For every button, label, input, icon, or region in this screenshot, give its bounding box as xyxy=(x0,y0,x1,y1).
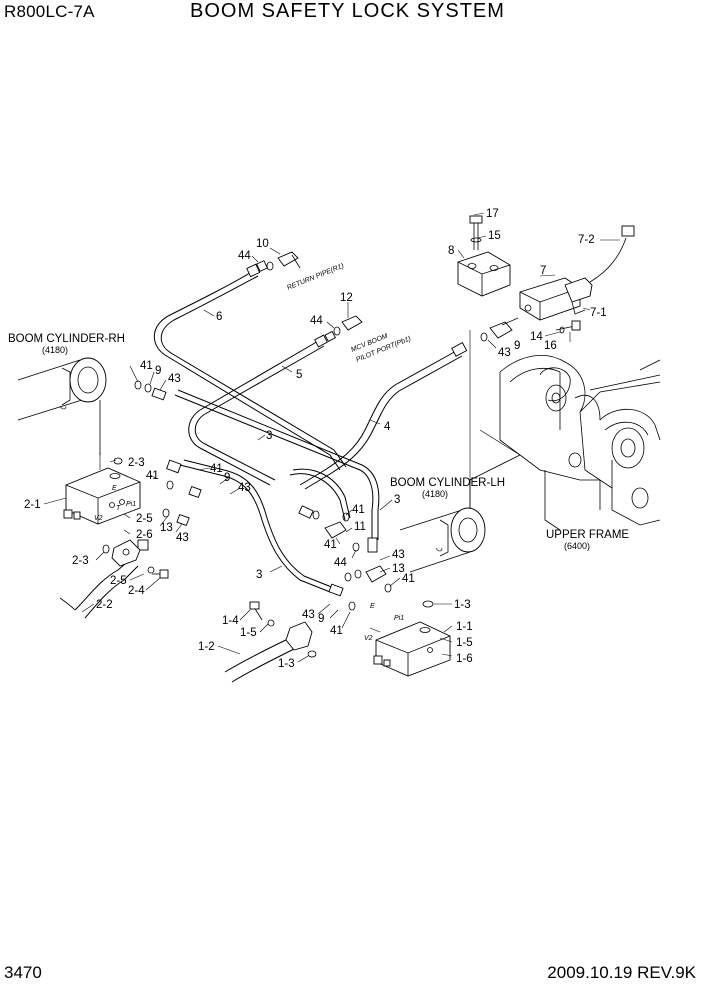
port-mark: T xyxy=(116,505,121,512)
part-number: 7-1 xyxy=(590,307,607,319)
part-number: 3 xyxy=(394,494,400,506)
part-number: 43 xyxy=(168,373,181,385)
part-number: 1-6 xyxy=(456,653,473,665)
part-number: 11 xyxy=(354,521,366,533)
part-number: 44 xyxy=(334,557,347,569)
part-number: 10 xyxy=(256,238,269,250)
part-number: 1-2 xyxy=(198,641,215,653)
part-number: 1-5 xyxy=(456,637,473,649)
part-number: 2-1 xyxy=(24,499,41,511)
part-number: 41 xyxy=(402,573,415,585)
port-mark: E xyxy=(112,485,117,492)
part-number: 15 xyxy=(488,230,501,242)
part-number: 41 xyxy=(330,625,343,637)
part-number: 43 xyxy=(176,532,189,544)
label-boom-cylinder-lh: BOOM CYLINDER-LH xyxy=(390,477,505,489)
upper-frame-drawing xyxy=(469,330,661,531)
part-number: 2-6 xyxy=(136,529,153,541)
part-number: 2-5 xyxy=(136,513,153,525)
boom-cylinder-rh xyxy=(17,357,107,455)
fittings xyxy=(102,251,468,664)
part-number: 17 xyxy=(486,208,499,220)
label-return-pipe: RETURN PIPE(R1) xyxy=(286,263,345,292)
label-boom-cylinder-lh-code: (4180) xyxy=(422,489,448,499)
revision-date: 2009.10.19 REV.9K xyxy=(547,963,696,982)
part-number: 13 xyxy=(392,563,405,575)
part-number: 41 xyxy=(324,539,337,551)
label-upper-frame-code: (6400) xyxy=(564,541,590,551)
part-number: 12 xyxy=(340,292,353,304)
part-number: 9 xyxy=(318,613,324,625)
label-upper-frame: UPPER FRAME xyxy=(546,529,629,541)
part-number: 2-3 xyxy=(72,555,89,567)
part-number: 1-5 xyxy=(240,627,257,639)
part-number: 41 xyxy=(146,470,159,482)
port-mark: E xyxy=(370,603,375,610)
part-number: 41 xyxy=(352,504,365,516)
model-code: R800LC-7A xyxy=(4,2,95,21)
part-number: 9 xyxy=(514,340,520,352)
port-mark: Pi1 xyxy=(126,501,136,508)
page-title: BOOM SAFETY LOCK SYSTEM xyxy=(190,0,505,22)
valve-block-lh xyxy=(373,621,451,677)
part-number: 1-3 xyxy=(278,658,295,670)
port-mark: V2 xyxy=(94,515,103,522)
boom-cylinder-lh xyxy=(399,507,486,573)
part-number: 2-5 xyxy=(110,575,127,587)
part-number: 7-2 xyxy=(578,234,595,246)
part-number: 16 xyxy=(544,340,557,352)
part-number: 41 xyxy=(210,463,223,475)
page-number: 3470 xyxy=(4,963,42,982)
part-number: 44 xyxy=(238,250,251,262)
port-mark: Pi1 xyxy=(394,615,404,622)
label-boom-cylinder-rh-code: (4180) xyxy=(42,345,68,355)
part-number: 9 xyxy=(224,472,230,484)
valve-block-rh xyxy=(63,467,141,567)
part-number: 43 xyxy=(392,549,405,561)
part-number: 1-4 xyxy=(222,615,239,627)
part-number: 4 xyxy=(384,421,391,433)
part-number: 6 xyxy=(216,311,222,323)
part-number: 8 xyxy=(448,245,454,257)
part-number: 3 xyxy=(256,569,262,581)
solenoid-valve-assembly xyxy=(457,215,635,342)
part-number: 43 xyxy=(238,482,251,494)
part-number: 5 xyxy=(296,369,302,381)
part-number: 3 xyxy=(266,430,272,442)
pipe-routing xyxy=(59,269,463,683)
part-number: 7 xyxy=(540,265,546,277)
part-number: 2-4 xyxy=(128,585,145,597)
part-number: 1-1 xyxy=(456,621,473,633)
part-number: 9 xyxy=(155,365,161,377)
part-number: 1-3 xyxy=(454,599,471,611)
part-number: 44 xyxy=(310,315,323,327)
part-number: 43 xyxy=(498,347,511,359)
leader-lines xyxy=(43,212,620,663)
part-number: 2-2 xyxy=(96,599,113,611)
part-number: 41 xyxy=(140,360,153,372)
part-number: 14 xyxy=(530,331,543,343)
part-number: 43 xyxy=(302,609,315,621)
part-number-labels: 17 15 8 7-2 7 7-1 10 44 6 12 44 14 16 43… xyxy=(24,208,607,670)
part-number: 2-3 xyxy=(128,457,145,469)
port-mark: V2 xyxy=(364,635,373,642)
part-number: 13 xyxy=(160,522,173,534)
label-boom-cylinder-rh: BOOM CYLINDER-RH xyxy=(8,333,125,345)
